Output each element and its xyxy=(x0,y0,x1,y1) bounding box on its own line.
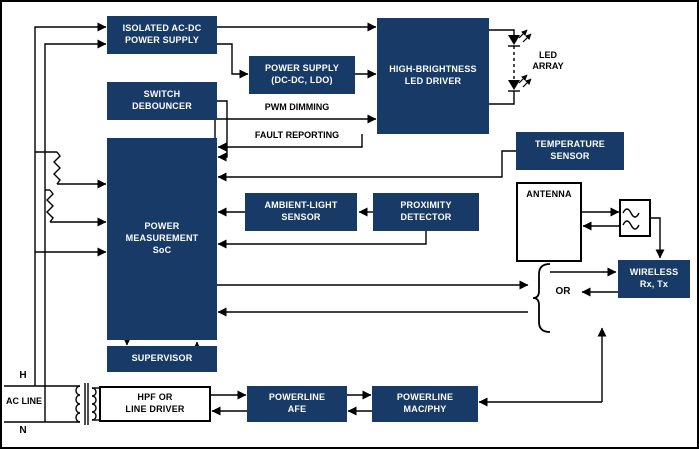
label-pwm-dimming: PWM DIMMING xyxy=(264,102,330,112)
block-wireless-rx-tx: WIRELESS Rx, Tx xyxy=(618,260,690,298)
block-antenna: ANTENNA xyxy=(516,182,582,262)
block-ambient-light-sensor: AMBIENT-LIGHT SENSOR xyxy=(245,193,357,231)
signal-wires xyxy=(34,22,665,422)
block-temperature-sensor: TEMPERATURE SENSOR xyxy=(516,132,624,170)
block-hpf-or-line-driver: HPF OR LINE DRIVER xyxy=(99,386,211,422)
resistor-divider-icon xyxy=(46,151,61,223)
block-isolated-acdc-power-supply: ISOLATED AC-DC POWER SUPPLY xyxy=(107,16,217,54)
label-led-array: LED ARRAY xyxy=(532,50,564,71)
transformer-icon xyxy=(75,383,97,425)
block-proximity-detector: PROXIMITY DETECTOR xyxy=(373,193,479,231)
block-high-brightness-led-driver: HIGH-BRIGHTNESS LED DRIVER xyxy=(377,18,489,134)
label-line-n: N xyxy=(19,425,27,436)
label-or: OR xyxy=(555,286,571,297)
block-supervisor: SUPERVISOR xyxy=(107,346,217,372)
label-line-h: H xyxy=(19,370,27,381)
block-switch-debouncer: SWITCH DEBOUNCER xyxy=(107,82,217,120)
filter-icon xyxy=(619,199,651,237)
block-powerline-afe: POWERLINE AFE xyxy=(247,386,347,422)
label-ac-line: AC LINE xyxy=(6,396,42,406)
block-powerline-mac-phy: POWERLINE MAC/PHY xyxy=(372,386,478,422)
block-power-measurement-soc: POWER MEASUREMENT SoC xyxy=(107,138,217,340)
block-power-supply-dcdc-ldo: POWER SUPPLY (DC-DC, LDO) xyxy=(249,56,355,94)
or-brace-icon xyxy=(532,263,551,333)
led-array-icon xyxy=(489,29,532,105)
label-fault-reporting: FAULT REPORTING xyxy=(254,130,340,140)
